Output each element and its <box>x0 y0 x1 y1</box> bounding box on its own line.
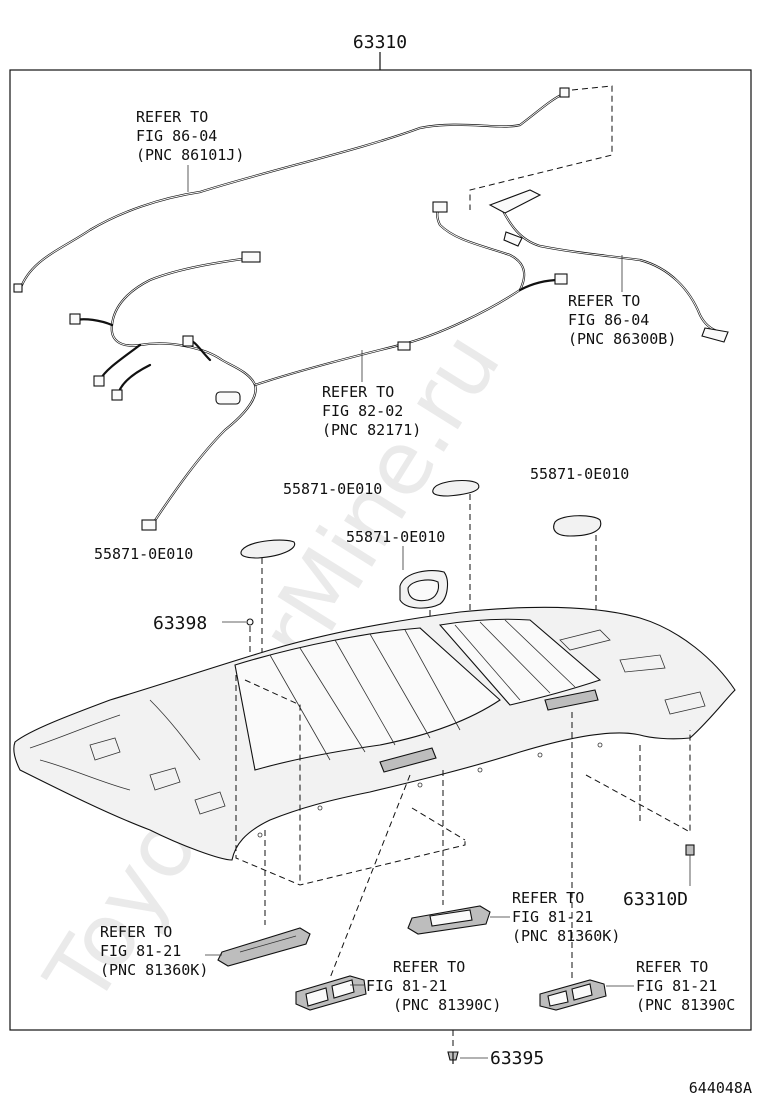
svg-text:REFER TO: REFER TO <box>636 958 708 976</box>
svg-text:55871-0E010: 55871-0E010 <box>530 465 629 483</box>
svg-text:(PNC 86300B): (PNC 86300B) <box>568 330 676 348</box>
svg-text:REFER TO: REFER TO <box>393 958 465 976</box>
svg-text:(PNC 82171): (PNC 82171) <box>322 421 421 439</box>
svg-text:(PNC 86101J): (PNC 86101J) <box>136 146 244 164</box>
svg-text:63395: 63395 <box>490 1048 544 1069</box>
roof-wire-harness-86300B <box>488 189 729 343</box>
svg-text:REFER TO: REFER TO <box>512 889 584 907</box>
clip-55871-mid: 55871-0E010 <box>346 528 449 609</box>
svg-text:FIG 81-21: FIG 81-21 <box>100 942 181 960</box>
svg-text:63310D: 63310D <box>623 889 688 910</box>
screw-63395: 63395 <box>447 1030 544 1069</box>
dash-86101J <box>469 85 613 210</box>
svg-text:(PNC 81390C: (PNC 81390C <box>636 996 735 1014</box>
svg-text:(PNC 81390C): (PNC 81390C) <box>393 996 501 1014</box>
svg-text:FIG 81-21: FIG 81-21 <box>512 908 593 926</box>
svg-text:(PNC 81360K): (PNC 81360K) <box>100 961 208 979</box>
svg-text:FIG 86-04: FIG 86-04 <box>568 311 649 329</box>
part-63310D: 63310D <box>623 844 695 910</box>
roof-headliner-63310 <box>13 606 736 861</box>
ref-label-86300B: REFER TO FIG 86-04 (PNC 86300B) <box>568 292 676 348</box>
lamp-front-81390C: REFER TO FIG 81-21 (PNC 81390C) <box>295 958 501 1014</box>
svg-text:55871-0E010: 55871-0E010 <box>283 480 382 498</box>
clip-55871-top: 55871-0E010 <box>283 479 480 498</box>
roof-wire-harness-82171 <box>69 201 568 531</box>
clip-55871-left: 55871-0E010 <box>94 539 296 563</box>
clip-55871-right: 55871-0E010 <box>530 465 629 537</box>
ref-label-86101J: REFER TO FIG 86-04 (PNC 86101J) <box>136 108 244 164</box>
svg-text:FIG 82-02: FIG 82-02 <box>322 402 403 420</box>
svg-text:REFER TO: REFER TO <box>136 108 208 126</box>
svg-text:(PNC 81360K): (PNC 81360K) <box>512 927 620 945</box>
lamp-left-81360K: REFER TO FIG 81-21 (PNC 81360K) <box>100 923 311 979</box>
dash-box-front <box>411 807 466 841</box>
lamp-right-81390C: REFER TO FIG 81-21 (PNC 81390C <box>539 958 735 1014</box>
svg-text:FIG 81-21: FIG 81-21 <box>366 977 447 995</box>
svg-text:REFER TO: REFER TO <box>568 292 640 310</box>
ref-label-82171: REFER TO FIG 82-02 (PNC 82171) <box>322 383 421 439</box>
svg-text:55871-0E010: 55871-0E010 <box>346 528 445 546</box>
roof-wire-harness-86101J <box>13 87 570 293</box>
svg-text:REFER TO: REFER TO <box>100 923 172 941</box>
part-63398: 63398 <box>153 613 254 634</box>
svg-text:FIG 81-21: FIG 81-21 <box>636 977 717 995</box>
lamp-center-81360K: REFER TO FIG 81-21 (PNC 81360K) <box>407 889 620 945</box>
svg-text:63398: 63398 <box>153 613 207 634</box>
dash-lamp-front <box>329 774 411 979</box>
svg-text:FIG 86-04: FIG 86-04 <box>136 127 217 145</box>
dash-box-inner <box>244 679 301 885</box>
svg-text:55871-0E010: 55871-0E010 <box>94 545 193 563</box>
svg-text:REFER TO: REFER TO <box>322 383 394 401</box>
page-code: 644048A <box>689 1079 752 1097</box>
part-number-63310: 63310 <box>353 32 407 53</box>
